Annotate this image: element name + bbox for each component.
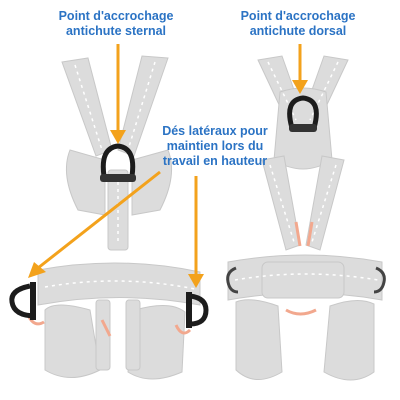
sternal-ring	[100, 143, 136, 182]
dorsal-label-line2: antichute dorsal	[249, 24, 347, 38]
lateral-label-line1: Dés latéraux pour	[162, 124, 268, 138]
back-side-rings	[226, 266, 386, 294]
sternal-point-label: Point d'accrochage antichute sternal	[48, 9, 184, 39]
dorsal-point-label: Point d'accrochage antichute dorsal	[230, 9, 366, 39]
back-harness	[227, 55, 383, 381]
dorsal-ring	[287, 95, 319, 132]
front-harness-stitching	[44, 61, 196, 290]
callout-arrows	[28, 44, 308, 288]
lateral-label-line2: maintien lors du	[166, 139, 264, 153]
front-harness	[37, 55, 201, 380]
dorsal-label-line1: Point d'accrochage	[240, 9, 356, 23]
back-buckles	[285, 221, 317, 316]
right-lateral-d-ring	[186, 292, 209, 328]
lateral-rings-label: Dés latéraux pour maintien lors du trava…	[155, 124, 275, 169]
left-lateral-d-ring	[9, 282, 37, 320]
sternal-label-line1: Point d'accrochage	[58, 9, 174, 23]
sternal-label-line2: antichute sternal	[65, 24, 167, 38]
back-harness-stitching	[234, 61, 379, 281]
lateral-label-line3: travail en hauteur	[162, 154, 268, 168]
